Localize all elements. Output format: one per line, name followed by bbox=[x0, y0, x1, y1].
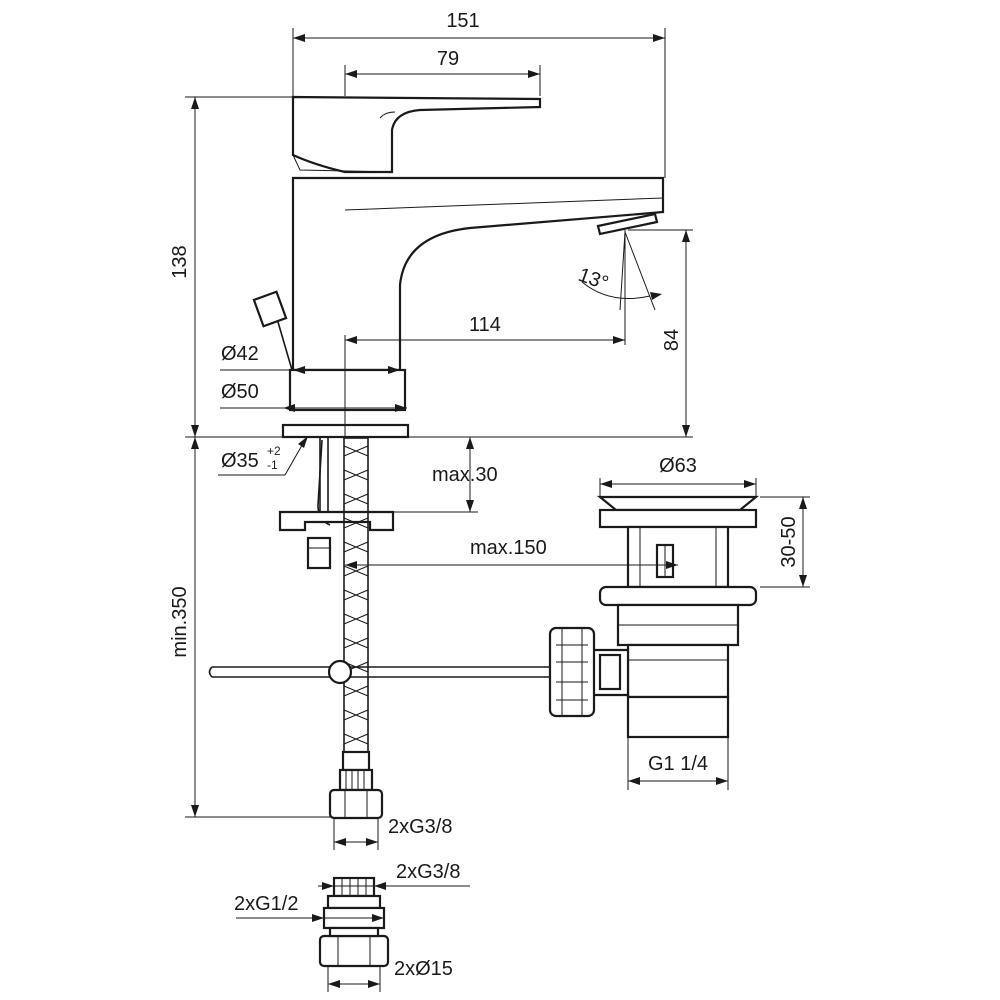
braided-hose bbox=[343, 437, 369, 754]
spout bbox=[291, 176, 665, 372]
label-hose-g3-8: 2xG3/8 bbox=[388, 816, 452, 838]
label-tol-plus: +2 bbox=[267, 444, 281, 458]
label-max30: max.30 bbox=[432, 464, 498, 486]
lever-handle bbox=[291, 95, 542, 174]
aerator bbox=[596, 212, 659, 236]
popup-waste bbox=[548, 495, 760, 739]
label-84: 84 bbox=[661, 329, 683, 351]
label-valve-g1-2: 2xG1/2 bbox=[234, 893, 298, 915]
waste-flange bbox=[598, 585, 758, 607]
label-79: 79 bbox=[437, 48, 459, 70]
label-d35: Ø35 bbox=[221, 450, 259, 472]
label-valve-g3-8: 2xG3/8 bbox=[396, 861, 460, 883]
label-g1-1-4: G1 1/4 bbox=[648, 753, 708, 775]
label-valve-d15: 2xØ15 bbox=[394, 958, 453, 980]
label-151: 151 bbox=[446, 10, 479, 32]
label-min350: min.350 bbox=[169, 586, 191, 657]
valve-body bbox=[318, 934, 390, 968]
fixing-bracket bbox=[278, 510, 395, 532]
label-30-50: 30-50 bbox=[778, 516, 800, 567]
faucet-body bbox=[252, 95, 665, 439]
waste-plug bbox=[596, 495, 760, 512]
hose-ferrule bbox=[341, 750, 371, 772]
label-114: 114 bbox=[469, 314, 501, 336]
isolation-valve bbox=[318, 876, 390, 968]
rod-nut bbox=[548, 626, 596, 718]
label-d63: Ø63 bbox=[659, 455, 697, 477]
label-13deg: 13° bbox=[575, 264, 611, 295]
label-d50: Ø50 bbox=[221, 381, 259, 403]
base-collar bbox=[288, 368, 407, 412]
label-138: 138 bbox=[169, 245, 191, 278]
below-counter-parts bbox=[208, 437, 555, 820]
hose-nut bbox=[328, 788, 384, 820]
label-tol-minus: -1 bbox=[267, 458, 278, 472]
dimension-lines bbox=[185, 28, 810, 992]
popup-rod bbox=[252, 290, 293, 371]
label-d42: Ø42 bbox=[221, 343, 259, 365]
pull-rod bbox=[208, 659, 555, 685]
label-max150: max.150 bbox=[470, 537, 547, 559]
dimension-labels: 151 79 138 114 84 13° Ø42 Ø50 Ø35 +2 -1 … bbox=[169, 10, 800, 980]
